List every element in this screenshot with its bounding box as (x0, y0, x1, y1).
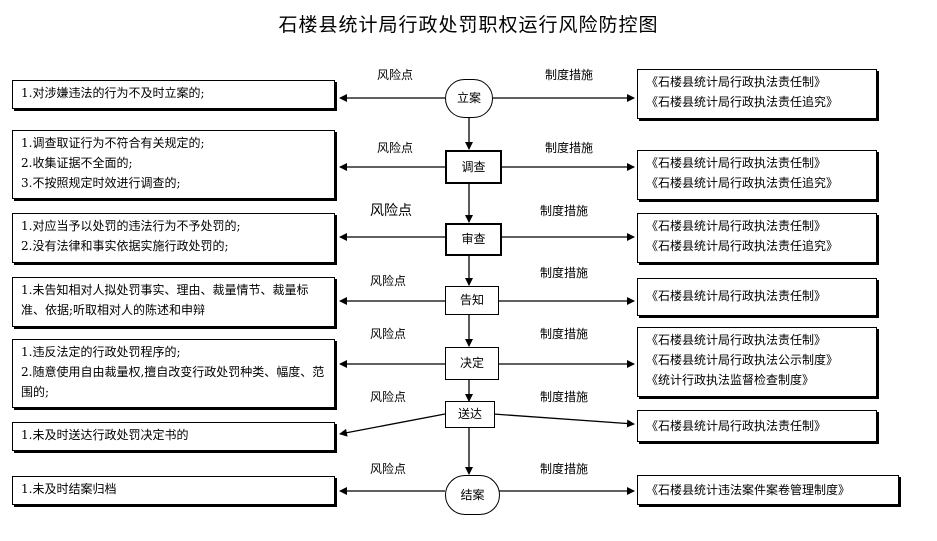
risk-label-4: 风险点 (370, 274, 407, 288)
measure-text: 《石楼县统计违法案件案卷管理制度》 (646, 483, 851, 497)
risk-text: 1.未及时结案归档 (21, 482, 117, 496)
measure-box-7: 《石楼县统计违法案件案卷管理制度》 (637, 475, 899, 505)
measure-text: 《石楼县统计局行政执法责任制》 (646, 75, 827, 89)
risk-label-1: 风险点 (377, 68, 414, 82)
measure-text: 《石楼县统计局行政执法责任制》 (646, 419, 827, 433)
risk-label-3: 风险点 (370, 203, 412, 219)
measure-label-5: 制度措施 (540, 327, 589, 341)
measure-text: 《石楼县统计局行政执法责任制》 (646, 219, 827, 233)
measure-box-2: 《石楼县统计局行政执法责任制》 《石楼县统计局行政执法责任追究》 (637, 150, 877, 200)
risk-box-6: 1.未及时送达行政处罚决定书的 (12, 422, 335, 451)
risk-text: 1.未及时送达行政处罚决定书的 (21, 428, 189, 442)
risk-text: 3.不按照规定时效进行调查的; (21, 176, 181, 190)
measure-label-7: 制度措施 (540, 462, 589, 476)
risk-text: 2.收集证据不全面的; (21, 156, 133, 170)
step-jueding: 决定 (445, 347, 499, 380)
risk-box-4: 1.未告知相对人拟处罚事实、理由、裁量情节、裁量标准、依据;听取相对人的陈述和申… (12, 277, 335, 327)
risk-text: 1.未告知相对人拟处罚事实、理由、裁量情节、裁量标准、依据;听取相对人的陈述和申… (21, 283, 309, 317)
measure-label-2: 制度措施 (545, 141, 594, 155)
measure-text: 《石楼县统计局行政执法责任制》 (646, 156, 827, 170)
risk-arrow-6 (339, 413, 446, 437)
measure-label-3: 制度措施 (540, 204, 589, 218)
risk-text: 2.随意使用自由裁量权,擅自改变行政处罚种类、幅度、范围的; (21, 365, 325, 399)
measure-text: 《石楼县统计局行政执法责任制》 (646, 333, 827, 347)
risk-text: 1.违反法定的行政处罚程序的; (21, 345, 181, 359)
risk-label-5: 风险点 (370, 327, 407, 341)
measure-text: 《统计行政执法监督检查制度》 (646, 373, 815, 387)
measure-label-4: 制度措施 (540, 266, 589, 280)
measure-text: 《石楼县统计局行政执法责任追究》 (646, 95, 839, 109)
step-diaocha: 调查 (445, 150, 502, 184)
risk-box-1: 1.对涉嫌违法的行为不及时立案的; (12, 80, 335, 109)
risk-label-2: 风险点 (377, 141, 414, 155)
measure-text: 《石楼县统计局行政执法责任追究》 (646, 176, 839, 190)
measure-box-3: 《石楼县统计局行政执法责任制》 《石楼县统计局行政执法责任追究》 (637, 213, 877, 263)
risk-box-2: 1.调查取证行为不符合有关规定的; 2.收集证据不全面的; 3.不按照规定时效进… (12, 130, 335, 199)
risk-text: 1.调查取证行为不符合有关规定的; (21, 136, 205, 150)
step-jiean: 结案 (445, 475, 500, 515)
page-title: 石楼县统计局行政处罚职权运行风险防控图 (278, 14, 659, 36)
measure-label-6: 制度措施 (540, 390, 589, 404)
step-lian: 立案 (445, 79, 493, 118)
risk-box-7: 1.未及时结案归档 (12, 476, 335, 505)
risk-box-5: 1.违反法定的行政处罚程序的; 2.随意使用自由裁量权,擅自改变行政处罚种类、幅… (12, 339, 335, 408)
measure-label-1: 制度措施 (545, 68, 594, 82)
risk-box-3: 1.对应当予以处罚的违法行为不予处罚的; 2.没有法律和事实依据实施行政处罚的; (12, 213, 335, 263)
risk-text: 1.对应当予以处罚的违法行为不予处罚的; (21, 219, 241, 233)
risk-text: 1.对涉嫌违法的行为不及时立案的; (21, 86, 205, 100)
step-shencha: 审查 (445, 223, 502, 256)
step-gaozhi: 告知 (445, 286, 499, 315)
measure-box-1: 《石楼县统计局行政执法责任制》 《石楼县统计局行政执法责任追究》 (637, 69, 877, 119)
risk-text: 2.没有法律和事实依据实施行政处罚的; (21, 239, 229, 253)
step-songda: 送达 (445, 401, 495, 428)
measure-arrow-6 (492, 413, 635, 428)
measure-text: 《石楼县统计局行政执法责任追究》 (646, 239, 839, 253)
measure-text: 《石楼县统计局行政执法公示制度》 (646, 353, 839, 367)
measure-box-5: 《石楼县统计局行政执法责任制》 《石楼县统计局行政执法公示制度》 《统计行政执法… (637, 327, 877, 397)
measure-box-4: 《石楼县统计局行政执法责任制》 (637, 278, 877, 316)
risk-label-7: 风险点 (370, 462, 407, 476)
measure-box-6: 《石楼县统计局行政执法责任制》 (637, 410, 877, 442)
risk-label-6: 风险点 (370, 390, 407, 404)
measure-text: 《石楼县统计局行政执法责任制》 (646, 289, 827, 303)
